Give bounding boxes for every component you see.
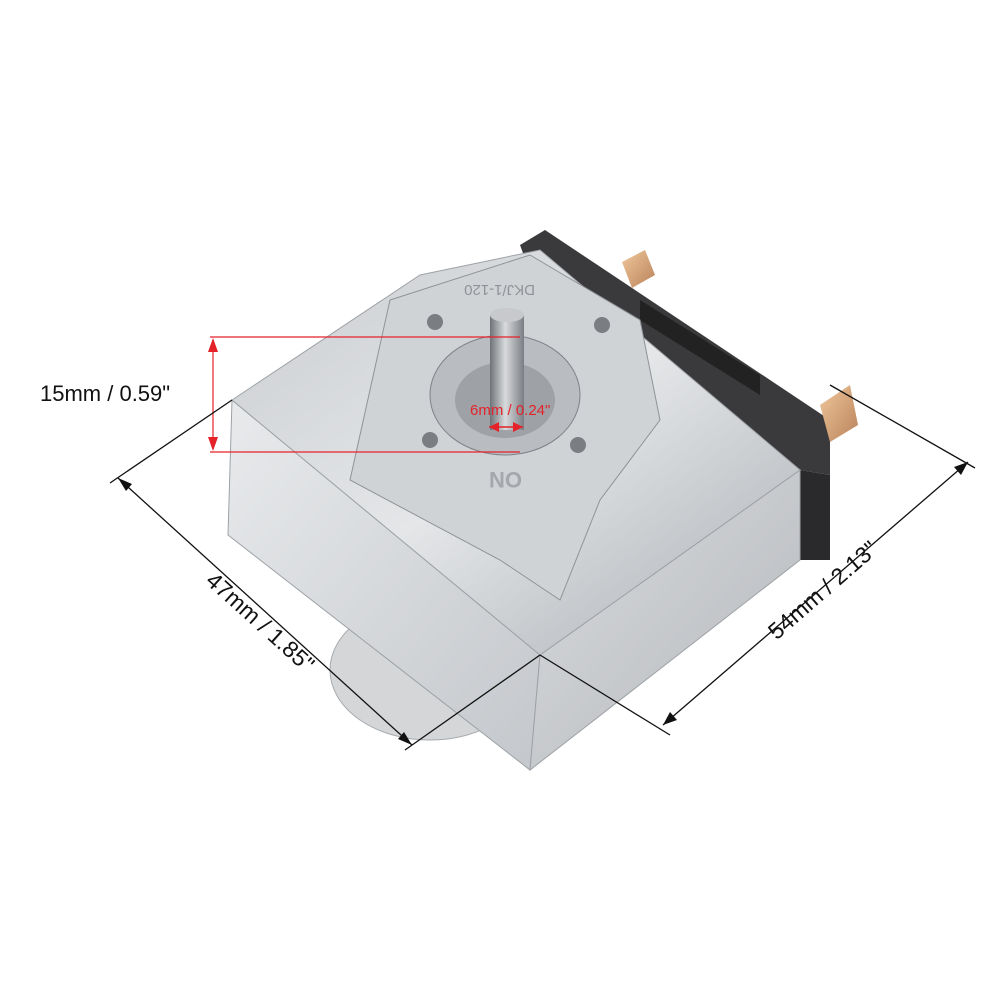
shaft-diameter-label: 6mm / 0.24" bbox=[470, 402, 550, 419]
depth-dimension bbox=[109, 399, 541, 751]
width-dimension bbox=[539, 384, 976, 736]
embossed-model-mark: DKJ/1-120 bbox=[464, 281, 535, 298]
shaft-top bbox=[490, 308, 524, 322]
terminal bbox=[820, 385, 858, 442]
shaft-height-dimension bbox=[208, 336, 520, 453]
shaft bbox=[490, 315, 524, 430]
screw-hole bbox=[422, 432, 438, 448]
black-housing bbox=[520, 230, 830, 560]
terminal bbox=[622, 250, 655, 288]
shaft-height-label: 15mm / 0.59" bbox=[40, 381, 170, 406]
embossed-on-mark: ON bbox=[489, 467, 522, 492]
screw-hole bbox=[594, 317, 610, 333]
screw-hole bbox=[570, 437, 586, 453]
screw-hole bbox=[427, 314, 443, 330]
shaft-diameter-dimension bbox=[489, 422, 523, 432]
